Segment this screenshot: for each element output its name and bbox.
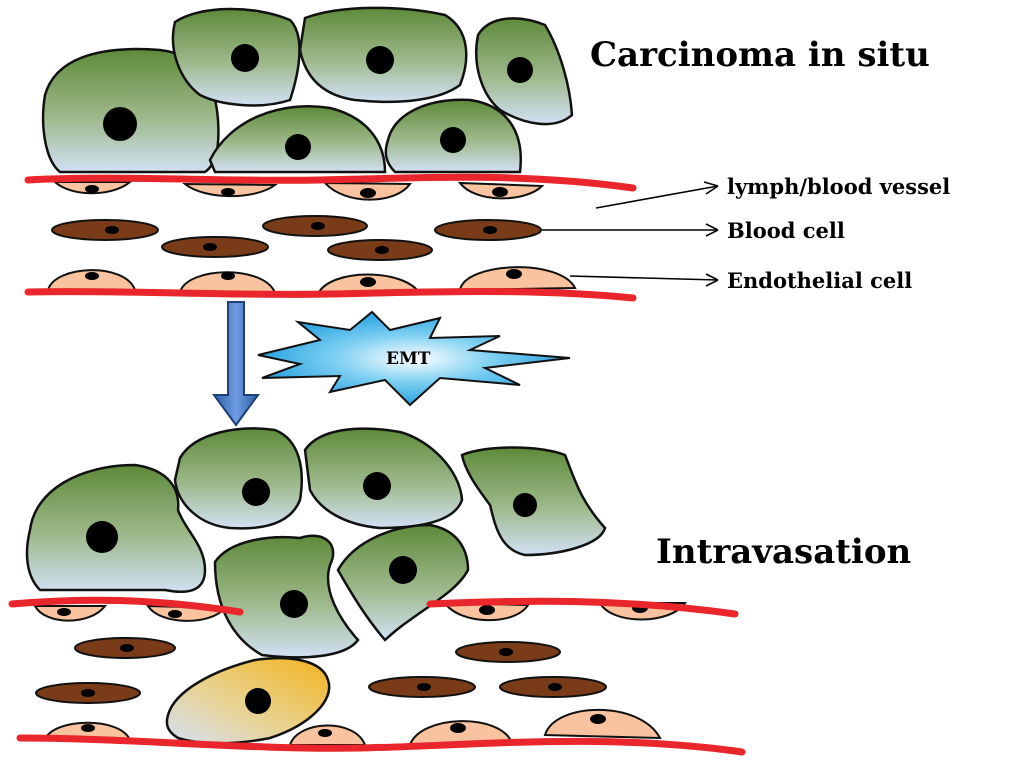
endothelial-label: Endothelial cell xyxy=(727,268,912,293)
pointer-arrow xyxy=(570,274,718,286)
blood-cell xyxy=(500,677,606,697)
tumor-cell xyxy=(215,536,358,658)
endothelial-cell xyxy=(48,270,135,290)
endothelial-cell xyxy=(545,710,660,738)
blood-cell-label: Blood cell xyxy=(727,218,845,243)
endothelial-cell xyxy=(460,183,542,198)
carcinoma-label: Carcinoma in situ xyxy=(590,35,930,75)
tumor-cell xyxy=(462,448,605,556)
tumor-cell xyxy=(210,106,385,172)
endothelial-cell xyxy=(290,725,365,745)
blood-cell xyxy=(328,240,432,260)
tumor-cell xyxy=(338,525,468,640)
down-arrow-icon xyxy=(214,302,258,425)
endothelial-cell xyxy=(185,184,275,196)
vessel-wall-lower xyxy=(20,738,742,752)
tumor-cell xyxy=(386,100,521,172)
blood-cell xyxy=(75,638,175,658)
vessel-wall-lower xyxy=(28,292,633,299)
blood-cell xyxy=(263,216,367,236)
tumor-cell xyxy=(300,8,466,102)
blood-cell xyxy=(435,220,541,240)
blood-cell xyxy=(456,642,560,662)
endothelial-cell xyxy=(55,182,130,193)
vessel-label: lymph/blood vessel xyxy=(727,174,950,199)
intravasation-panel: Intravasation xyxy=(12,428,911,752)
pointer-arrow xyxy=(542,224,718,236)
endothelial-cell xyxy=(35,606,105,621)
intravasation-label: Intravasation xyxy=(656,532,911,572)
transition: EMT xyxy=(214,302,570,425)
blood-cell xyxy=(369,677,475,697)
emt-label: EMT xyxy=(386,349,431,369)
tumor-cell xyxy=(305,429,462,528)
tumor-cell xyxy=(175,428,302,528)
blood-cell xyxy=(162,237,268,257)
blood-cell xyxy=(36,683,140,703)
endothelial-cell xyxy=(460,267,575,290)
carcinoma-panel: Carcinoma in situ lymph/blood vessel Blo… xyxy=(28,8,950,298)
endothelial-cell xyxy=(325,183,410,200)
blood-cell xyxy=(52,220,158,240)
